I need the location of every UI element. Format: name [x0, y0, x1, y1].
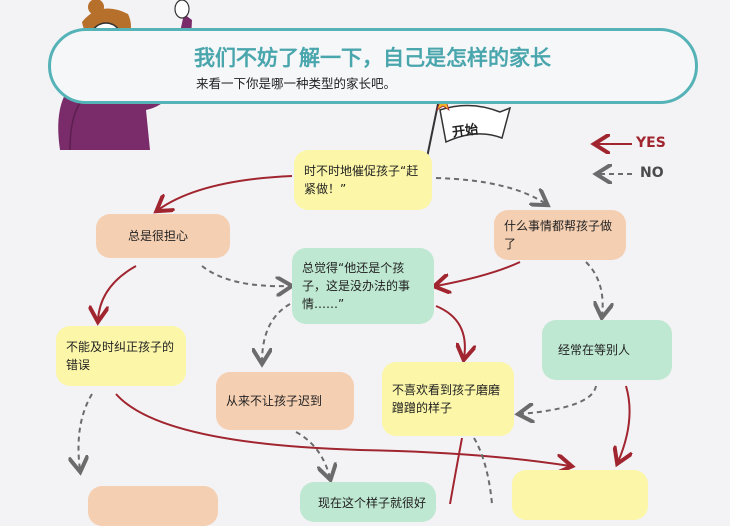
no-arrow-worry-always: [201, 265, 290, 286]
yes-arrow-doall-always: [436, 261, 521, 286]
node-bottom-right: [512, 470, 648, 520]
no-arrow-neverlate-bottom: [295, 431, 330, 478]
legend-yes: YES: [636, 135, 666, 151]
node-wait-others-label: 经常在等别人: [558, 343, 631, 357]
node-no-correct: 不能及时纠正孩子的错误: [56, 326, 186, 386]
node-fine-now: 现在这个样子就很好: [300, 482, 436, 522]
node-always-child-label: 总觉得“他还是个孩子，这是没办法的事情……”: [302, 261, 411, 311]
node-always-child: 总觉得“他还是个孩子，这是没办法的事情……”: [292, 248, 434, 324]
node-never-late-label: 从来不让孩子迟到: [226, 394, 323, 408]
node-never-late: 从来不让孩子迟到: [216, 372, 354, 430]
no-arrow-wait-dislike: [520, 385, 597, 414]
node-urge-label: 时不时地催促孩子“赶紧做！”: [304, 164, 419, 196]
node-worry: 总是很担心: [96, 214, 230, 258]
page-title: 我们不妨了解一下，自己是怎样的家长: [194, 46, 551, 70]
node-bottom-left: [88, 486, 218, 526]
yes-arrow-dislike-bottom: [449, 437, 463, 504]
node-do-all-label: 什么事情都帮孩子做了: [504, 219, 613, 251]
no-arrow-urge-doall: [435, 177, 546, 204]
header-box: [48, 28, 698, 104]
node-no-correct-label: 不能及时纠正孩子的错误: [66, 340, 175, 372]
yes-arrow-always-dislike: [435, 305, 465, 358]
page-subtitle: 来看一下你是哪一种类型的家长吧。: [196, 76, 397, 91]
node-dislike-dawdle-label: 不喜欢看到孩子磨磨蹭蹭的样子: [392, 383, 501, 415]
node-do-all: 什么事情都帮孩子做了: [494, 210, 626, 260]
node-worry-label: 总是很担心: [128, 229, 189, 243]
yes-arrow-worry-nocorrect: [98, 265, 137, 320]
yes-arrow-urge-worry: [158, 175, 293, 210]
node-dislike-dawdle: 不喜欢看到孩子磨磨蹭蹭的样子: [382, 362, 514, 436]
legend-no: NO: [640, 165, 664, 181]
yes-arrow-nocorrect-bottom: [115, 393, 570, 466]
node-fine-now-label: 现在这个样子就很好: [318, 496, 427, 510]
no-arrow-dislike-bottom: [473, 437, 493, 504]
no-arrow-always-neverlate: [262, 303, 291, 362]
start-label: 开始: [451, 122, 480, 141]
no-arrow-nocorrect-bottom: [79, 393, 93, 470]
no-arrow-doall-wait: [585, 261, 603, 316]
flowchart-canvas: 我们不妨了解一下，自己是怎样的家长 来看一下你是哪一种类型的家长吧。 开始 YE…: [48, 0, 698, 526]
yes-arrow-wait-bottom: [618, 385, 630, 462]
node-wait-others: 经常在等别人: [542, 320, 672, 380]
node-urge: 时不时地催促孩子“赶紧做！”: [294, 150, 432, 210]
